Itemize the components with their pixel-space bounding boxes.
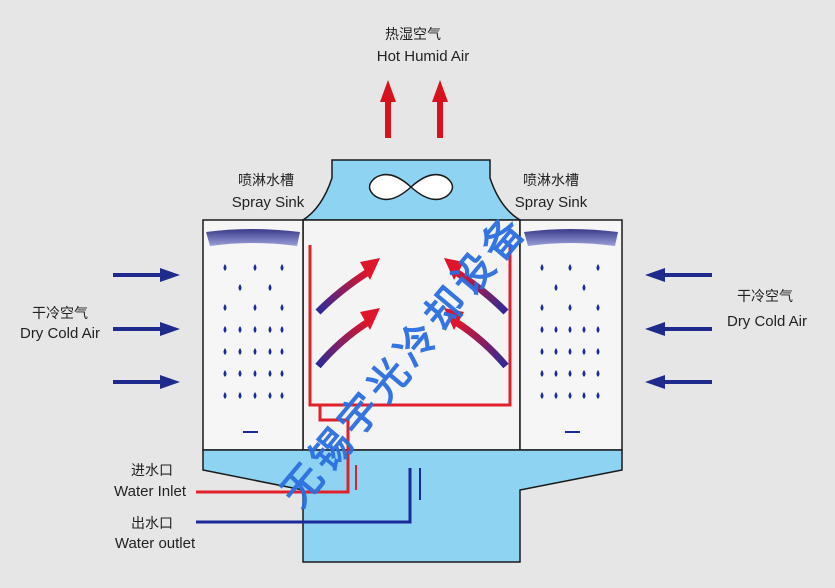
- dry-cold-air-right-cn-label: 干冷空气: [737, 288, 793, 304]
- hot-humid-air-en-label: Hot Humid Air: [376, 48, 470, 65]
- water-drop-icon: [568, 370, 572, 377]
- hot-water-pipe: [196, 245, 512, 494]
- water-inlet-en-label: Water Inlet: [114, 483, 186, 500]
- water-drop-icon: [540, 392, 544, 399]
- water-drop-icon: [238, 284, 242, 291]
- water-drop-icon: [568, 392, 572, 399]
- water-drop-icon: [540, 264, 544, 271]
- water-drop-icon: [554, 284, 558, 291]
- water-drop-icon: [280, 348, 284, 355]
- water-drop-icon: [253, 264, 257, 271]
- water-drop-icon: [268, 348, 272, 355]
- water-drop-icon: [540, 304, 544, 311]
- water-drop-icon: [568, 348, 572, 355]
- water-drop-icon: [582, 348, 586, 355]
- water-inlet-cn-label: 进水口: [131, 462, 173, 478]
- airflow-arrow-icon: [444, 308, 509, 369]
- water-drop-icon: [540, 326, 544, 333]
- water-drop-icon: [568, 264, 572, 271]
- water-drop-icon: [582, 392, 586, 399]
- water-drop-icon: [596, 348, 600, 355]
- water-drop-icon: [268, 370, 272, 377]
- water-drop-icon: [238, 326, 242, 333]
- air-in-arrow-icon: [113, 322, 180, 336]
- dry-cold-air-left-cn-label: 干冷空气: [32, 305, 88, 321]
- water-drop-icon: [582, 370, 586, 377]
- water-drop-icon: [223, 392, 227, 399]
- water-outlet-cn-label: 出水口: [131, 515, 173, 531]
- spray-sink-right-cn-label: 喷淋水槽: [523, 172, 579, 188]
- up-arrow-icon: [380, 80, 396, 138]
- cold-water-pipe: [196, 431, 580, 524]
- water-drop-icon: [223, 326, 227, 333]
- tower-body: [202, 159, 623, 563]
- water-drop-icon: [223, 304, 227, 311]
- air-in-arrow-icon: [645, 268, 712, 282]
- water-drop-icon: [223, 264, 227, 271]
- water-drop-icon: [596, 264, 600, 271]
- water-drop-icon: [253, 370, 257, 377]
- water-drops-right: [540, 264, 600, 399]
- water-drop-icon: [596, 370, 600, 377]
- water-drop-icon: [280, 264, 284, 271]
- water-drop-icon: [596, 304, 600, 311]
- water-drop-icon: [253, 304, 257, 311]
- water-drop-icon: [280, 304, 284, 311]
- airflow-arrow-icon: [315, 258, 380, 315]
- spray-sink-right: [524, 229, 618, 246]
- spray-sink-left-en-label: Spray Sink: [231, 194, 305, 211]
- fan-icon: [368, 173, 454, 201]
- cold-air-in-left: [113, 268, 180, 389]
- water-drop-icon: [280, 370, 284, 377]
- water-drop-icon: [596, 392, 600, 399]
- hot-air-arrows: [380, 80, 448, 138]
- air-in-arrow-icon: [113, 268, 180, 282]
- water-drop-icon: [238, 348, 242, 355]
- air-in-arrow-icon: [113, 375, 180, 389]
- water-drops-left: [223, 264, 284, 399]
- water-drop-icon: [554, 326, 558, 333]
- water-outlet-en-label: Water outlet: [114, 535, 196, 552]
- water-drop-icon: [238, 392, 242, 399]
- dry-cold-air-left-en-label: Dry Cold Air: [19, 325, 101, 342]
- air-in-arrow-icon: [645, 322, 712, 336]
- water-drop-icon: [253, 392, 257, 399]
- water-drop-icon: [280, 392, 284, 399]
- hot-humid-air-cn-label: 热湿空气: [385, 26, 441, 42]
- water-drop-icon: [596, 326, 600, 333]
- water-drop-icon: [238, 370, 242, 377]
- water-drop-icon: [280, 326, 284, 333]
- up-arrow-icon: [432, 80, 448, 138]
- cold-air-in-right: [645, 268, 712, 389]
- water-drop-icon: [568, 326, 572, 333]
- water-drop-icon: [540, 370, 544, 377]
- air-in-arrow-icon: [645, 375, 712, 389]
- water-drop-icon: [253, 326, 257, 333]
- spray-sink-left-cn-label: 喷淋水槽: [238, 172, 294, 188]
- water-drop-icon: [582, 284, 586, 291]
- dry-cold-air-right-en-label: Dry Cold Air: [726, 313, 808, 330]
- water-drop-icon: [268, 392, 272, 399]
- spray-sink-left: [206, 229, 300, 246]
- internal-airflow: [315, 258, 509, 369]
- airflow-arrow-icon: [444, 258, 509, 315]
- water-drop-icon: [568, 304, 572, 311]
- water-drop-icon: [554, 370, 558, 377]
- water-drop-icon: [554, 348, 558, 355]
- water-drop-icon: [582, 326, 586, 333]
- airflow-arrow-icon: [315, 308, 380, 369]
- water-drop-icon: [223, 348, 227, 355]
- water-drop-icon: [253, 348, 257, 355]
- water-drop-icon: [554, 392, 558, 399]
- water-drop-icon: [540, 348, 544, 355]
- spray-sink-right-en-label: Spray Sink: [514, 194, 588, 211]
- water-drop-icon: [268, 326, 272, 333]
- water-drop-icon: [223, 370, 227, 377]
- water-drop-icon: [268, 284, 272, 291]
